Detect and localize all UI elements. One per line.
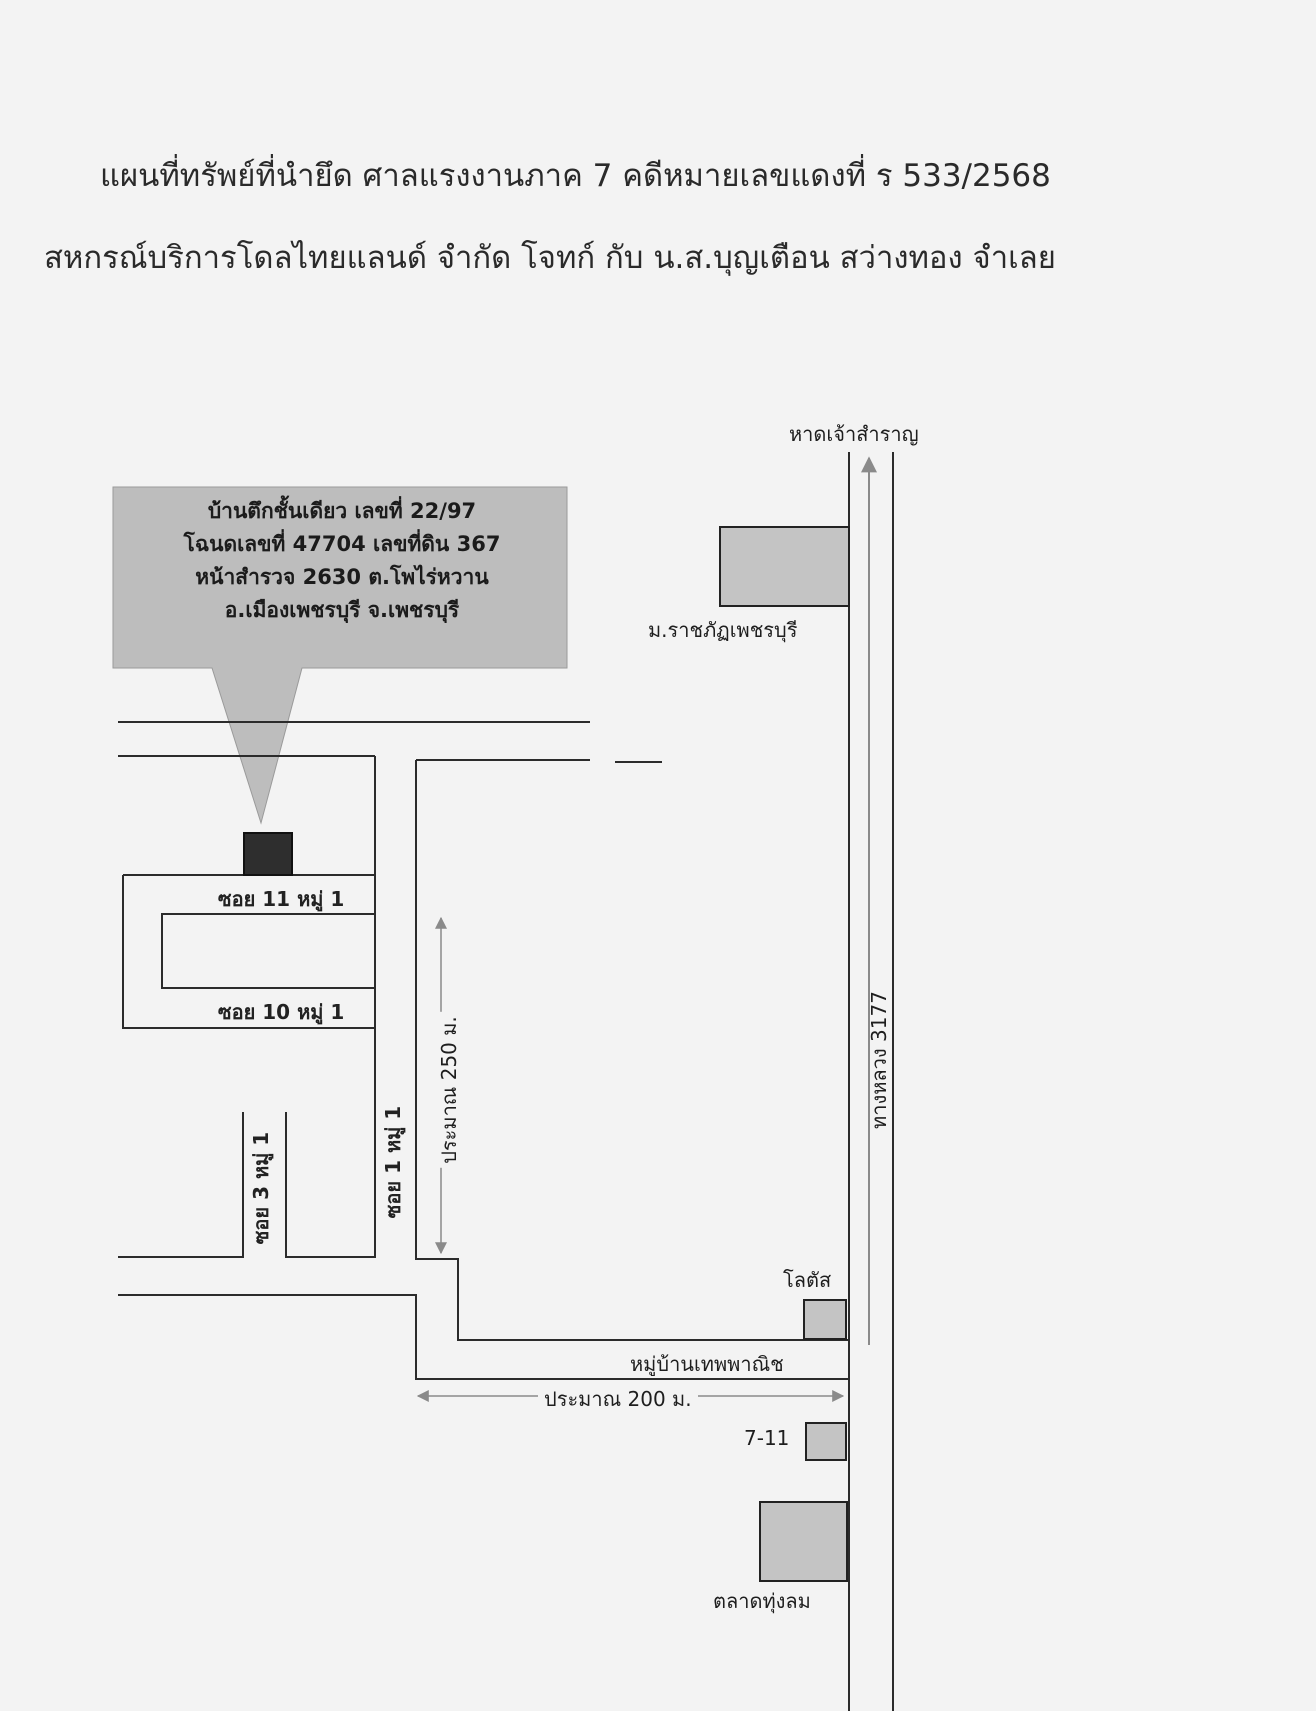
market-building: [759, 1501, 848, 1582]
label-lotus: โลตัส: [783, 1268, 832, 1292]
label-market: ตลาดทุ่งลม: [713, 1589, 811, 1613]
label-north-end: หาดเจ้าสำราญ: [789, 422, 919, 446]
label-highway: ทางหลวง 3177: [866, 991, 891, 1129]
map-title: แผนที่ทรัพย์ที่นำยึด ศาลแรงงานภาค 7 คดีห…: [100, 158, 1051, 194]
callout-line-2: โฉนดเลขที่ 47704 เลขที่ดิน 367: [183, 532, 501, 556]
label-soi11: ซอย 11 หมู่ 1: [218, 887, 345, 911]
case-parties: สหกรณ์บริการโดลไทยแลนด์ จำกัด โจทก์ กับ …: [44, 240, 1056, 276]
university-building: [719, 526, 850, 607]
label-village: หมู่บ้านเทพพาณิช: [630, 1352, 784, 1376]
callout-line-1: บ้านตึกชั้นเดียว เลขที่ 22/97: [207, 499, 477, 523]
lotus-building: [803, 1299, 847, 1340]
bottom-road: [118, 1294, 849, 1380]
callout-line-3: หน้าสำรวจ 2630 ต.โพไร่หวาน: [195, 565, 489, 589]
seven-eleven-building: [805, 1422, 847, 1461]
label-seven-eleven: 7-11: [744, 1426, 790, 1450]
soi11-soi10-inner: [161, 913, 375, 989]
label-soi10: ซอย 10 หมู่ 1: [218, 1000, 345, 1024]
property-callout: บ้านตึกชั้นเดียว เลขที่ 22/97 โฉนดเลขที่…: [112, 495, 572, 627]
label-university: ม.ราชภัฏเพชรบุรี: [648, 618, 798, 642]
callout-line-4: อ.เมืองเพชรบุรี จ.เพชรบุรี: [224, 598, 460, 622]
soi3-road-right-edge: [285, 1028, 376, 1258]
target-property-marker: [243, 832, 293, 876]
label-soi3: ซอย 3 หมู่ 1: [249, 1131, 274, 1245]
label-distance-horizontal: ประมาณ 200 ม.: [538, 1383, 698, 1415]
soi1-road-left-edge: [122, 756, 376, 1029]
callout-box: [112, 486, 568, 825]
label-soi1: ซอย 1 หมู่ 1: [381, 1105, 406, 1219]
soi3-road-left-edge: [118, 1112, 244, 1258]
soi1-road-right-edge: [415, 760, 849, 1341]
label-distance-vertical: ประมาณ 250 ม.: [432, 1012, 465, 1168]
